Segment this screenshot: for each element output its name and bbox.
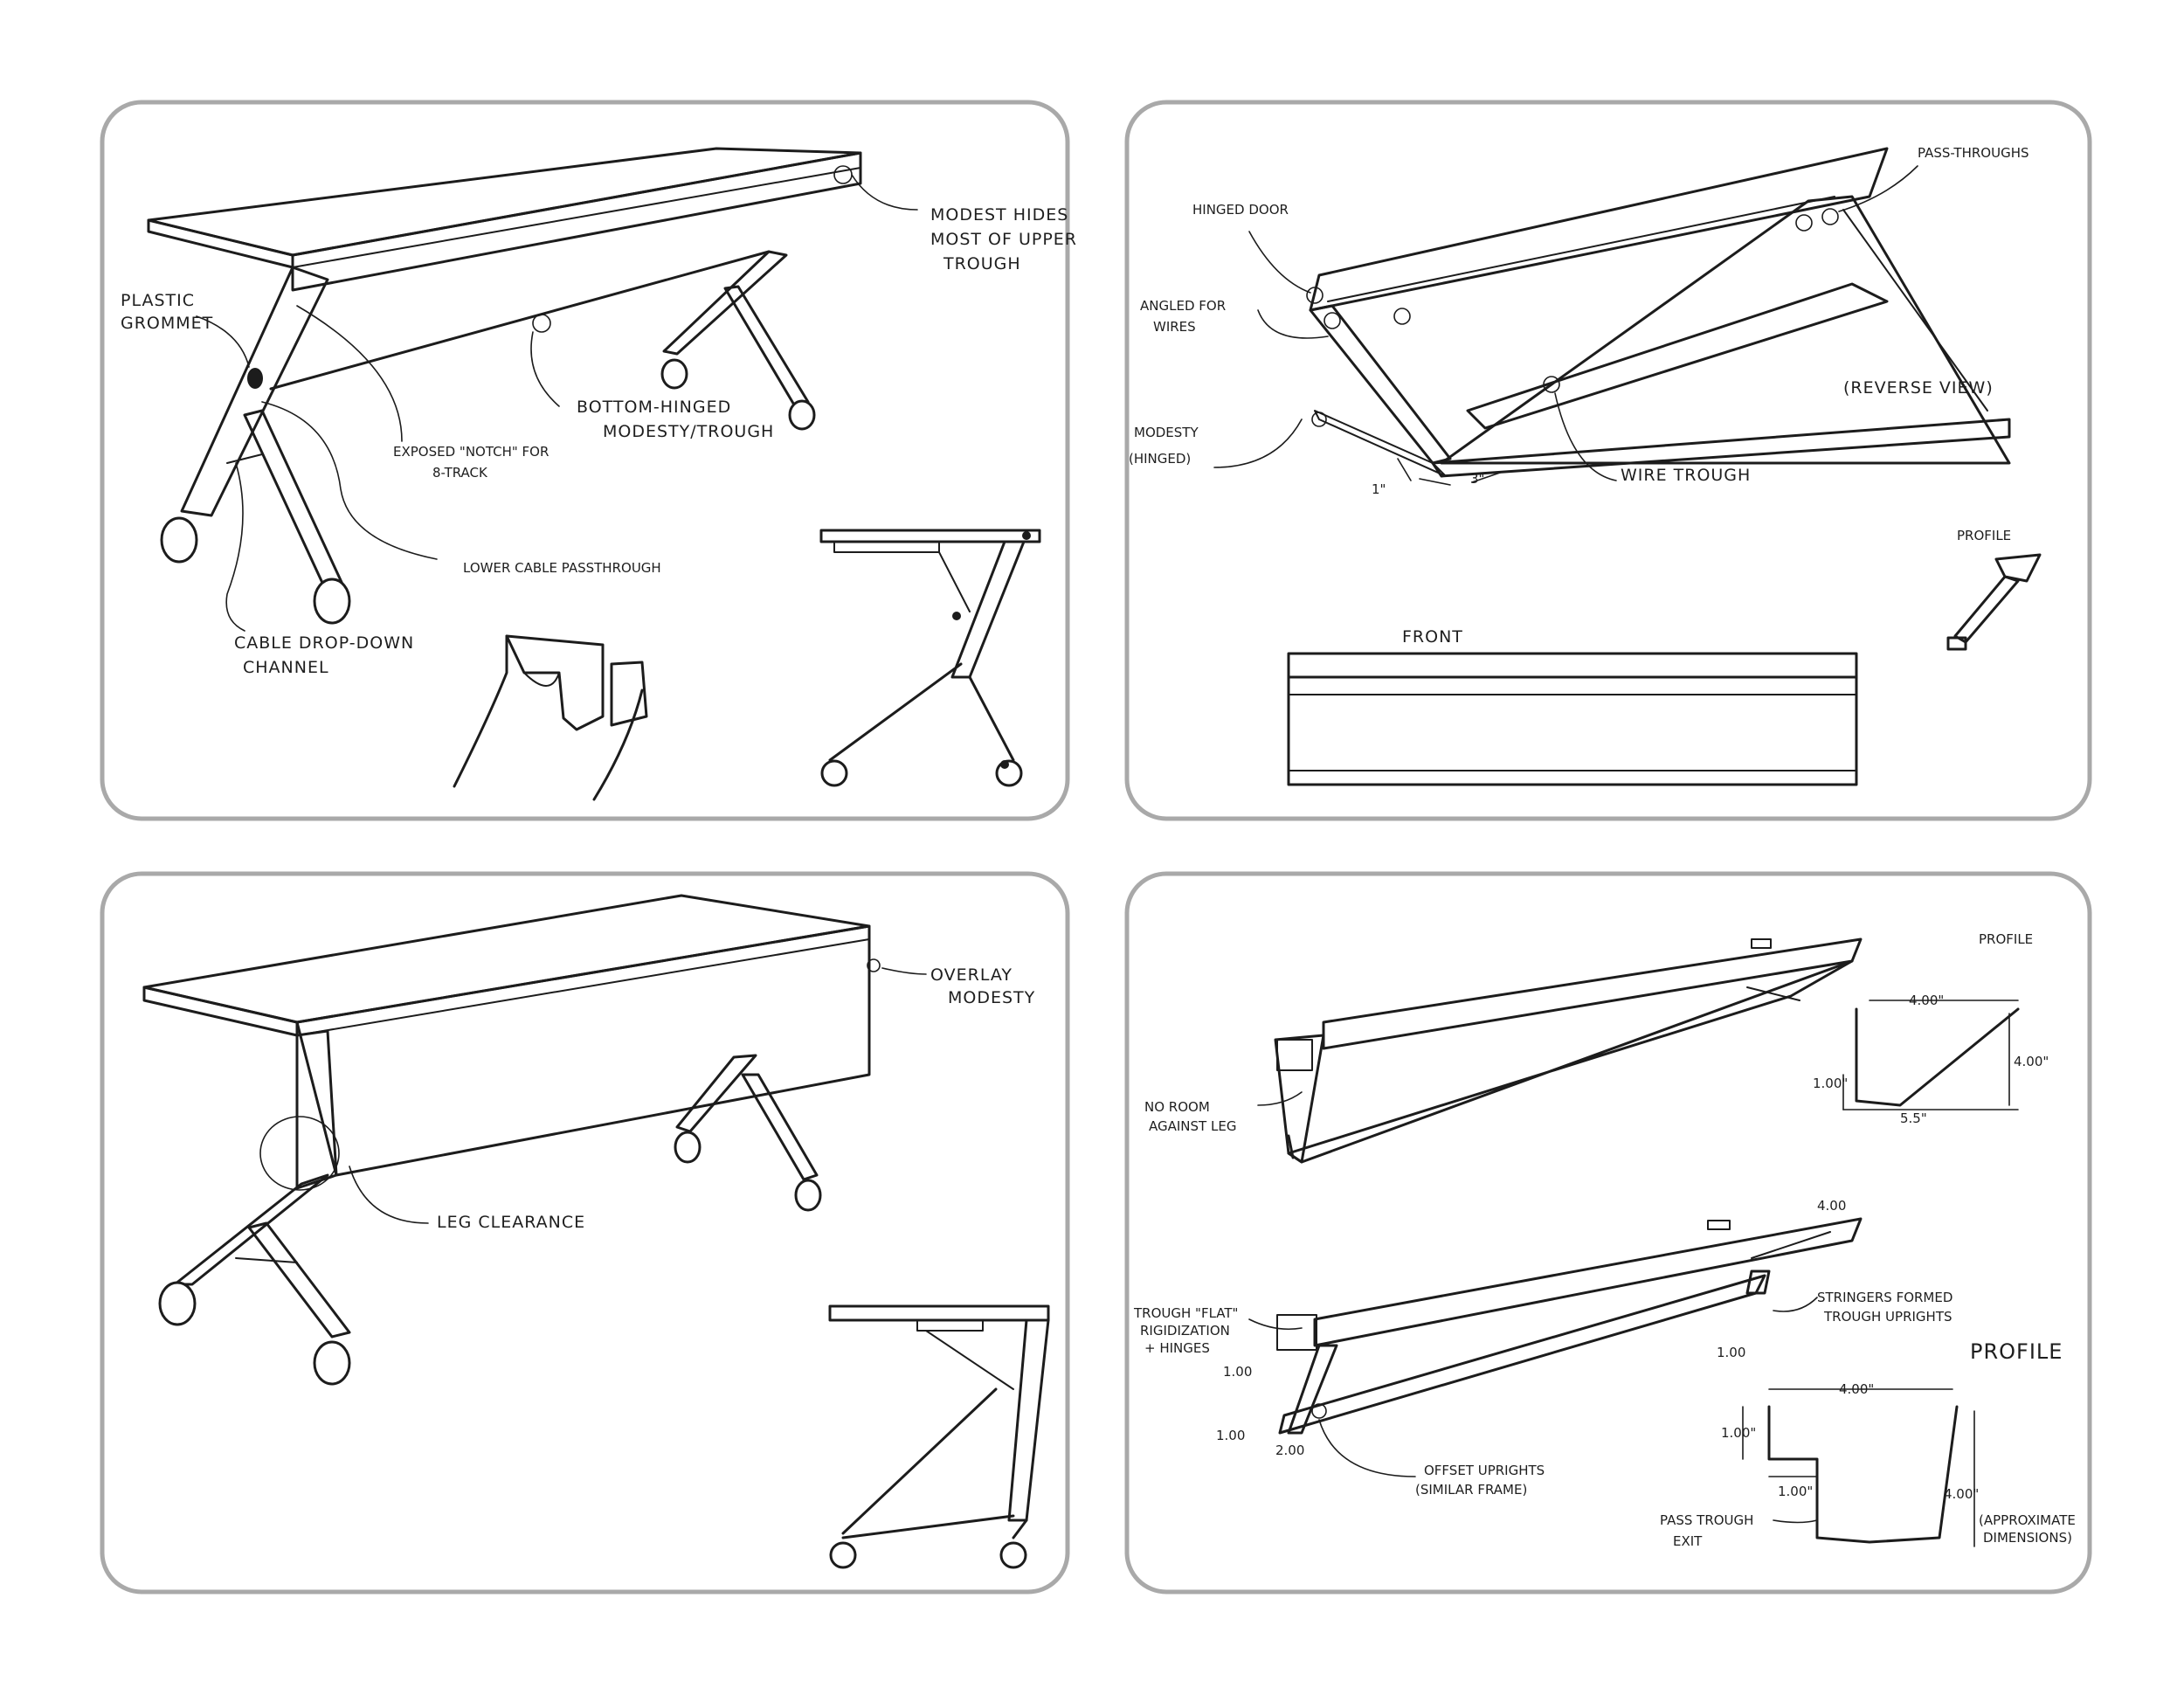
panel-top-right: PASS-THROUGHS HINGED DOOR ANGLED FOR WIR… [1124, 100, 2092, 821]
dim-400-b: 4.00" [2014, 1054, 2049, 1069]
note-approx-dims: (APPROXIMATE DIMENSIONS) [1979, 1512, 2080, 1546]
note-hinged-door: HINGED DOOR [1192, 202, 1289, 218]
dim-400-c: 4.00" [1839, 1381, 1874, 1397]
note-offset-uprights: OFFSET UPRIGHTS (SIMILAR FRAME) [1415, 1463, 1549, 1498]
wheel [660, 358, 688, 390]
note-bottom-hinged: BOTTOM-HINGED MODESTY/TROUGH [577, 398, 774, 441]
note-profile-bottom: PROFILE [1970, 1339, 2063, 1364]
note-modesty-hides: MODEST HIDES MOST OF UPPER TROUGH [930, 205, 1083, 273]
note-plastic-grommet: PLASTIC GROMMET [121, 291, 213, 333]
notch-detail-sketch [453, 634, 648, 801]
trough-profile-small [1946, 553, 2042, 651]
dim-3: 3" [1470, 471, 1484, 487]
note-no-room: NO ROOM AGAINST LEG [1144, 1099, 1236, 1134]
dim-400-top: 4.00 [1817, 1198, 1846, 1214]
note-leg-clearance: LEG CLEARANCE [437, 1213, 585, 1232]
note-front: FRONT [1402, 627, 1463, 647]
dim-100-c: 1.00" [1778, 1484, 1813, 1499]
note-profile: PROFILE [1957, 528, 2011, 543]
panel-bottom-right: PROFILE 4.00" 4.00" 1.00" 5.5" NO ROOM A… [1124, 871, 2092, 1595]
dim-100-a: 1.00" [1813, 1076, 1848, 1091]
trough-profile-lower [1742, 1388, 1975, 1547]
note-trough-flat: TROUGH "FLAT" RIGIDIZATION + HINGES [1133, 1305, 1242, 1356]
note-wire-trough: WIRE TROUGH [1621, 466, 1751, 485]
panel-bottom-left: OVERLAY MODESTY LEG CLEARANCE [100, 871, 1070, 1595]
trough-reverse-view [1306, 147, 2011, 478]
panel-frame [1124, 100, 2092, 821]
dim-100-left1: 1.00 [1223, 1364, 1252, 1380]
note-overlay-modesty: OVERLAY MODESTY [930, 965, 1035, 1007]
note-pass-trough-exit: PASS TROUGH EXIT [1660, 1512, 1758, 1549]
table-side-profile-2 [828, 1304, 1050, 1569]
note-cable-drop: CABLE DROP-DOWN CHANNEL [234, 633, 420, 677]
dim-400-a: 4.00" [1909, 993, 1944, 1008]
table-sketch-perspective [147, 147, 862, 625]
note-lower-cable: LOWER CABLE PASSTHROUGH [463, 560, 661, 576]
leg-clearance-callout [259, 1116, 340, 1191]
note-pass-throughs: PASS-THROUGHS [1918, 145, 2029, 161]
note-reverse-view: (REVERSE VIEW) [1843, 378, 1994, 398]
wheel [313, 578, 351, 625]
grommet-icon [247, 368, 263, 389]
wheel [160, 516, 198, 564]
dim-100-small: 1.00 [1717, 1345, 1745, 1360]
panel-frame [1124, 871, 2092, 1595]
trough-profile-upper [1842, 1000, 2020, 1110]
trough-sketch-upper [1274, 937, 1863, 1164]
dim-1: 1" [1372, 481, 1386, 497]
trough-front-elevation [1287, 652, 1858, 786]
panel-top-left: MODEST HIDES MOST OF UPPER TROUGH PLASTI… [100, 100, 1083, 821]
wheel [788, 399, 816, 431]
dim-100-left2: 1.00 [1216, 1428, 1245, 1443]
table-sketch-overlay-modesty [142, 894, 881, 1386]
panel-frame [100, 100, 1070, 821]
table-side-profile [819, 529, 1041, 787]
note-angled-for-wires: ANGLED FOR WIRES [1140, 298, 1230, 335]
dim-200: 2.00 [1275, 1442, 1304, 1458]
dim-100-b: 1.00" [1721, 1425, 1756, 1441]
dim-400-d: 4.00" [1944, 1486, 1979, 1502]
panel-frame [100, 871, 1070, 1595]
note-stringers: STRINGERS FORMED TROUGH UPRIGHTS [1817, 1290, 1957, 1325]
trough-sketch-lower [1276, 1217, 1863, 1435]
note-profile-top: PROFILE [1979, 931, 2033, 947]
note-exposed-notch: EXPOSED "NOTCH" FOR 8-TRACK [393, 444, 553, 481]
dim-55: 5.5" [1900, 1110, 1927, 1126]
note-modesty-hinged: MODESTY (HINGED) [1129, 425, 1202, 467]
